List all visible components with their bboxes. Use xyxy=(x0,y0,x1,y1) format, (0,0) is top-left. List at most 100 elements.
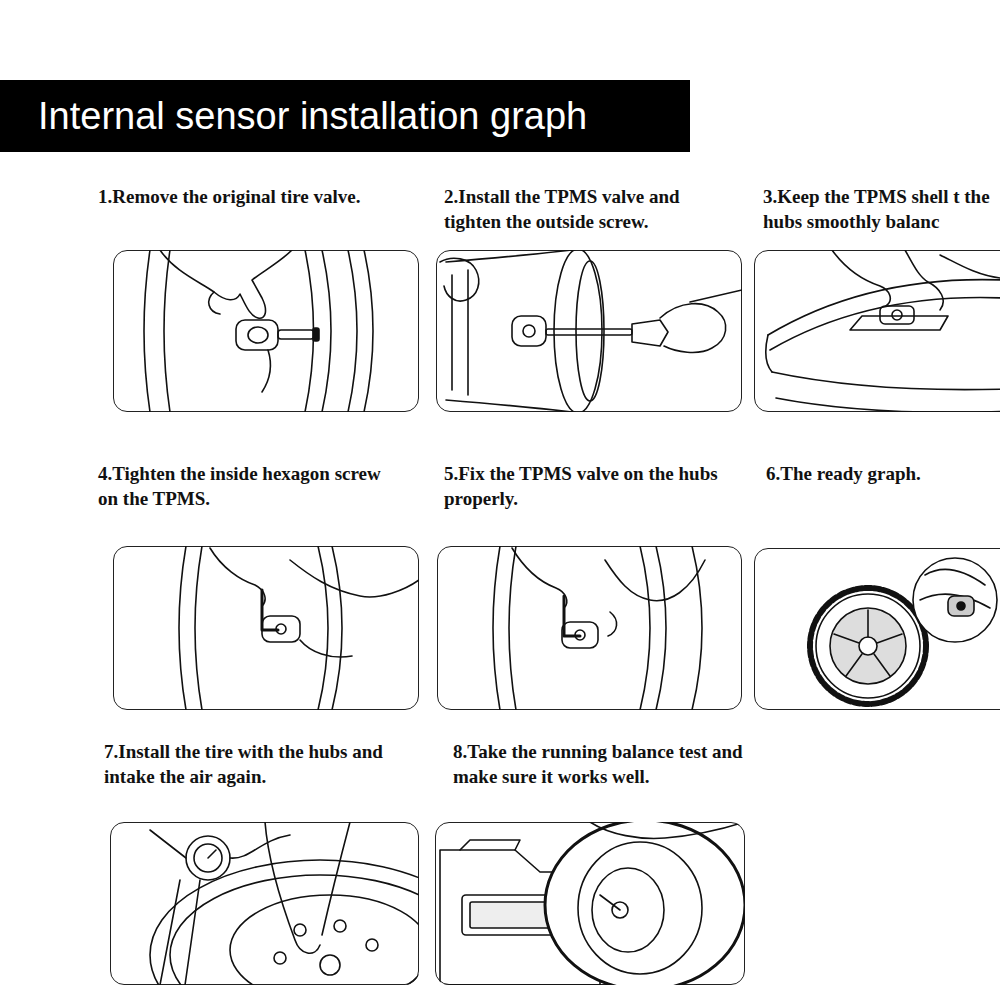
valve-removal-drawing-stroke xyxy=(322,250,331,412)
valve-fix-drawing-stroke xyxy=(562,622,598,648)
step-caption: 7.Install the tire with the hubs and int… xyxy=(104,739,404,789)
ready-wheel-drawing-stroke xyxy=(830,608,906,684)
tire-inflate-drawing-stroke xyxy=(320,955,340,975)
balance-machine-drawing-stroke xyxy=(612,902,628,918)
balance-machine-drawing-stroke xyxy=(592,868,664,952)
valve-install-drawing-stroke xyxy=(660,304,726,353)
valve-install-drawing-stroke xyxy=(446,400,572,412)
valve-install-drawing-stroke xyxy=(512,316,546,346)
hex-screw-drawing-stroke xyxy=(332,546,342,710)
valve-removal-drawing-stroke xyxy=(236,320,278,350)
valve-fix-drawing-stroke xyxy=(493,546,500,710)
balance-machine-drawing-stroke xyxy=(462,895,562,935)
valve-fix-drawing-stroke xyxy=(509,546,516,710)
step-caption: 2.Install the TPMS valve and tighten the… xyxy=(444,184,734,234)
valve-fix-drawing-stroke xyxy=(564,596,580,636)
balance-machine-drawing-stroke xyxy=(460,840,520,850)
balance-machine-drawing xyxy=(440,822,745,985)
step-panel: 8.Take the running balance test and make… xyxy=(435,822,745,985)
step-panel: 7.Install the tire with the hubs and int… xyxy=(110,822,419,985)
valve-removal-drawing-stroke xyxy=(164,250,170,412)
tire-inflate-drawing-stroke xyxy=(186,836,230,880)
ready-wheel-drawing-stroke xyxy=(867,610,869,637)
valve-fix-drawing-stroke xyxy=(692,546,702,710)
valve-install-drawing-stroke xyxy=(446,250,572,262)
tire-inflate-drawing-stroke xyxy=(274,952,286,964)
shell-balance-drawing-stroke xyxy=(892,310,902,320)
shell-balance-drawing-stroke xyxy=(832,250,890,306)
shell-balance-drawing-stroke xyxy=(940,255,1000,278)
ready-wheel-drawing-stroke xyxy=(834,634,859,643)
step-panel: 5.Fix the TPMS valve on the hubs properl… xyxy=(437,546,742,710)
balance-machine-drawing-stroke xyxy=(590,822,745,838)
tire-inflate-drawing-stroke xyxy=(230,895,419,985)
valve-removal-drawing-stroke xyxy=(248,327,268,343)
step-caption: 4.Tighten the inside hexagon screw on th… xyxy=(98,461,386,511)
valve-fix-drawing-stroke xyxy=(608,612,617,636)
tire-inflate-drawing-stroke xyxy=(322,822,350,935)
tire-inflate-drawing xyxy=(150,822,419,985)
valve-removal-drawing xyxy=(144,250,373,412)
hex-screw-drawing xyxy=(179,546,419,710)
step-panel: 4.Tighten the inside hexagon screw on th… xyxy=(113,546,419,710)
ready-wheel-drawing-stroke xyxy=(957,602,965,610)
step-panel: 3.Keep the TPMS shell t the hubs smoothl… xyxy=(754,250,1000,412)
tire-inflate-drawing-stroke xyxy=(150,830,186,858)
hex-screw-drawing-stroke xyxy=(210,548,265,606)
valve-fix-drawing-stroke xyxy=(656,546,666,710)
title-banner: Internal sensor installation graph xyxy=(0,80,690,152)
shell-balance-drawing-stroke xyxy=(772,372,1000,390)
valve-removal-drawing-stroke xyxy=(348,250,357,412)
step-caption: 1.Remove the original tire valve. xyxy=(98,184,418,209)
valve-fix-drawing-stroke xyxy=(605,560,705,601)
valve-install-drawing-stroke xyxy=(690,290,742,302)
tire-inflate-drawing-stroke xyxy=(170,875,419,985)
valve-fix-drawing xyxy=(493,546,705,710)
hex-screw-drawing-stroke xyxy=(262,590,278,630)
valve-fix-drawing-stroke xyxy=(575,630,585,640)
hex-screw-drawing-stroke xyxy=(300,640,352,657)
hex-screw-drawing-stroke xyxy=(179,546,186,710)
ready-wheel-drawing-stroke xyxy=(859,637,877,655)
shell-balance-drawing-stroke xyxy=(770,297,1000,350)
ready-wheel-drawing-stroke xyxy=(925,569,985,585)
valve-removal-drawing-stroke xyxy=(313,328,319,341)
valve-install-drawing xyxy=(440,250,742,412)
balance-machine-drawing-stroke xyxy=(578,842,702,974)
tire-inflate-drawing-stroke xyxy=(230,835,290,858)
valve-removal-drawing-stroke xyxy=(278,330,314,339)
valve-install-drawing-stroke xyxy=(632,320,668,346)
step-caption: 5.Fix the TPMS valve on the hubs properl… xyxy=(444,461,732,511)
shell-balance-drawing-stroke xyxy=(768,280,1000,335)
hex-screw-drawing-stroke xyxy=(276,624,286,634)
shell-balance-drawing-stroke xyxy=(776,398,1000,412)
tire-inflate-drawing-stroke xyxy=(294,924,306,936)
hex-screw-drawing-stroke xyxy=(290,560,419,597)
valve-install-drawing-stroke xyxy=(546,329,632,335)
ready-wheel-drawing-stroke xyxy=(816,594,920,698)
valve-removal-drawing-stroke xyxy=(364,250,373,412)
valve-install-drawing-stroke xyxy=(523,325,535,337)
shell-balance-drawing-stroke xyxy=(850,316,948,330)
step-panel: 6.The ready graph. xyxy=(754,548,1000,710)
balance-machine-drawing-stroke xyxy=(440,850,600,985)
ready-wheel-drawing-stroke xyxy=(948,596,974,616)
balance-machine-drawing-stroke xyxy=(470,902,554,928)
balance-machine-drawing-stroke xyxy=(600,895,620,910)
tire-inflate-drawing-stroke xyxy=(185,880,200,985)
tire-inflate-drawing-stroke xyxy=(150,860,419,985)
ready-wheel-drawing-stroke xyxy=(874,654,890,676)
valve-removal-drawing-stroke xyxy=(305,250,314,412)
tire-inflate-drawing-stroke xyxy=(366,939,378,951)
valve-install-drawing-stroke xyxy=(554,250,602,412)
valve-install-drawing-stroke xyxy=(467,270,469,395)
shell-balance-drawing-stroke xyxy=(905,250,943,310)
tire-inflate-drawing-stroke xyxy=(194,844,222,872)
shell-balance-drawing-stroke xyxy=(766,335,772,372)
ready-wheel-drawing-stroke xyxy=(920,594,990,608)
valve-fix-drawing-stroke xyxy=(640,546,650,710)
hex-screw-drawing-stroke xyxy=(262,616,300,642)
hex-screw-drawing-stroke xyxy=(195,546,202,710)
ready-wheel-drawing-stroke xyxy=(810,588,926,704)
tire-inflate-drawing-stroke xyxy=(208,850,216,858)
